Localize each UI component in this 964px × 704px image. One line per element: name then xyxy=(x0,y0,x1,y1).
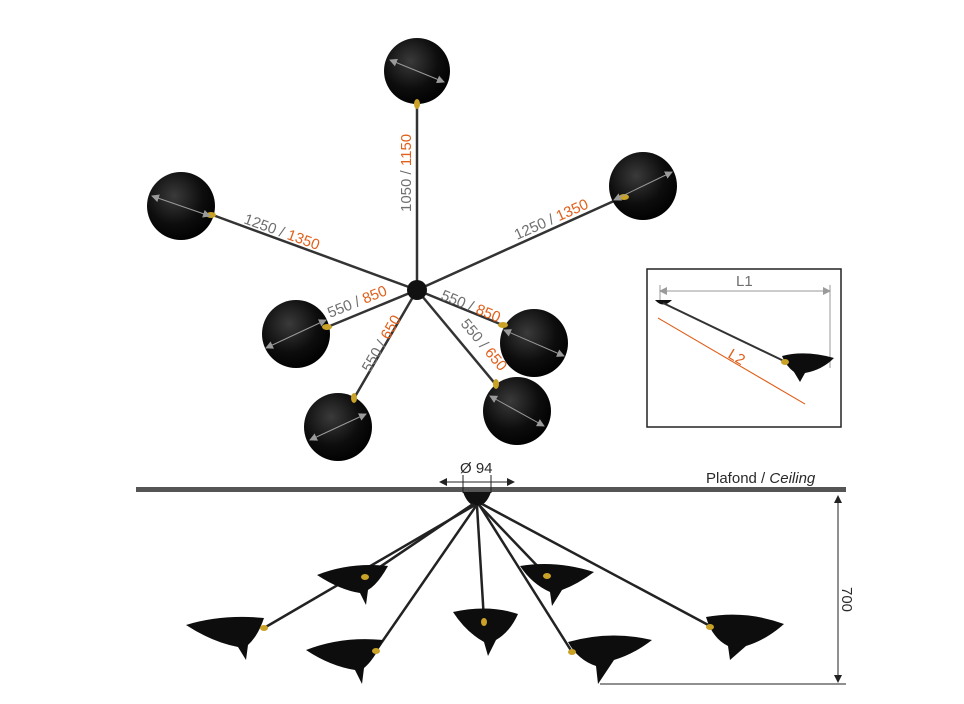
inset-shade xyxy=(782,353,834,382)
top-view-arms xyxy=(209,102,626,401)
arm-label-upper-right: 1250 / 1350 xyxy=(512,196,591,244)
inset-l1-label: L1 xyxy=(736,273,753,290)
ceiling-canopy xyxy=(463,492,491,506)
ceiling-label: Plafond / Ceiling xyxy=(706,470,816,487)
side-view-shades xyxy=(186,564,784,684)
inset-l2-label: L2 xyxy=(725,346,748,369)
top-view: 1050 / 1150 1250 / 1350 1250 / 1350 550 … xyxy=(147,38,677,461)
inset-frame xyxy=(646,268,842,428)
arm-label-upper-left: 1250 / 1350 xyxy=(242,211,322,254)
arm-label-top: 1050 / 1150 xyxy=(398,134,415,212)
side-shade-3 xyxy=(306,639,383,684)
side-shade-5 xyxy=(520,564,594,606)
side-shade-4 xyxy=(453,608,518,656)
side-shade-7 xyxy=(706,614,784,660)
arm-label-lower-left: 550 / 650 xyxy=(359,312,405,375)
shade-diameter-arrows xyxy=(151,58,673,441)
side-view-arms xyxy=(263,502,713,653)
top-view-shades xyxy=(147,38,677,461)
side-brass-sockets xyxy=(260,573,714,655)
side-view: Plafond / Ceiling Ø 94 xyxy=(136,460,855,685)
diameter-label: Ø 94 xyxy=(460,460,493,477)
height-label: 700 xyxy=(838,587,855,612)
side-shade-2 xyxy=(186,616,264,660)
side-shade-1 xyxy=(317,565,388,605)
hub xyxy=(407,280,427,300)
side-shade-6 xyxy=(568,635,652,684)
inset-arm-diagram: L1 L2 xyxy=(646,268,842,428)
